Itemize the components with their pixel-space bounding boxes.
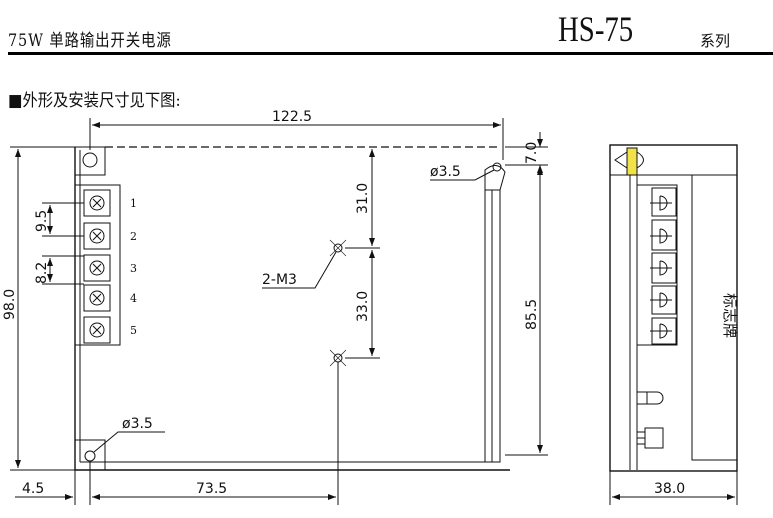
mount-hole-bottom [84,450,96,462]
dim-rail-height: 85.5 [524,299,540,330]
mount-label: 2-M3 [262,272,297,288]
dim-depth: 38.0 [654,481,685,497]
screw-icon [626,147,638,176]
dim-hole-dia-bottom: ø3.5 [122,416,153,432]
dim-rail-offset: 7.0 [524,142,540,164]
terminal-label-1: 1 [130,197,137,210]
dim-pitch-a: 9.5 [34,210,50,232]
dim-hole-x: 73.5 [196,481,227,497]
front-dimensions: 122.5 98.0 9.5 8.2 31.0 33.0 ø3.5 7.0 85… [2,109,548,505]
dim-left-offset: 4.5 [22,481,44,497]
dim-pitch-b: 8.2 [34,262,50,284]
dim-height: 98.0 [2,289,18,320]
nameplate-label: 标志牌 [721,293,739,338]
dim-hole-top: 31.0 [355,183,371,214]
terminal-label-3: 3 [130,262,137,275]
page-title: 75W 单路输出开关电源 [8,31,172,51]
led-icon [637,391,664,405]
dim-width: 122.5 [272,109,312,125]
section-title: ■外形及安装尺寸见下图: [8,91,181,111]
header-divider [8,52,773,55]
mount-hole-top [82,152,98,168]
dim-hole-spacing: 33.0 [355,291,371,322]
series-label: 系列 [700,32,731,50]
terminal-screws [83,189,111,344]
dim-hole-dia-top: ø3.5 [430,164,461,180]
terminal-label-2: 2 [130,230,137,243]
terminal-label-4: 4 [130,292,137,305]
connector-icon [644,427,664,449]
model-number: HS-75 [558,9,634,49]
terminal-label-5: 5 [130,324,137,337]
terminal-block [74,184,121,346]
side-view: 标志牌 38.0 [609,144,739,505]
side-terminals [650,187,677,345]
m3-hole-upper [333,243,343,253]
